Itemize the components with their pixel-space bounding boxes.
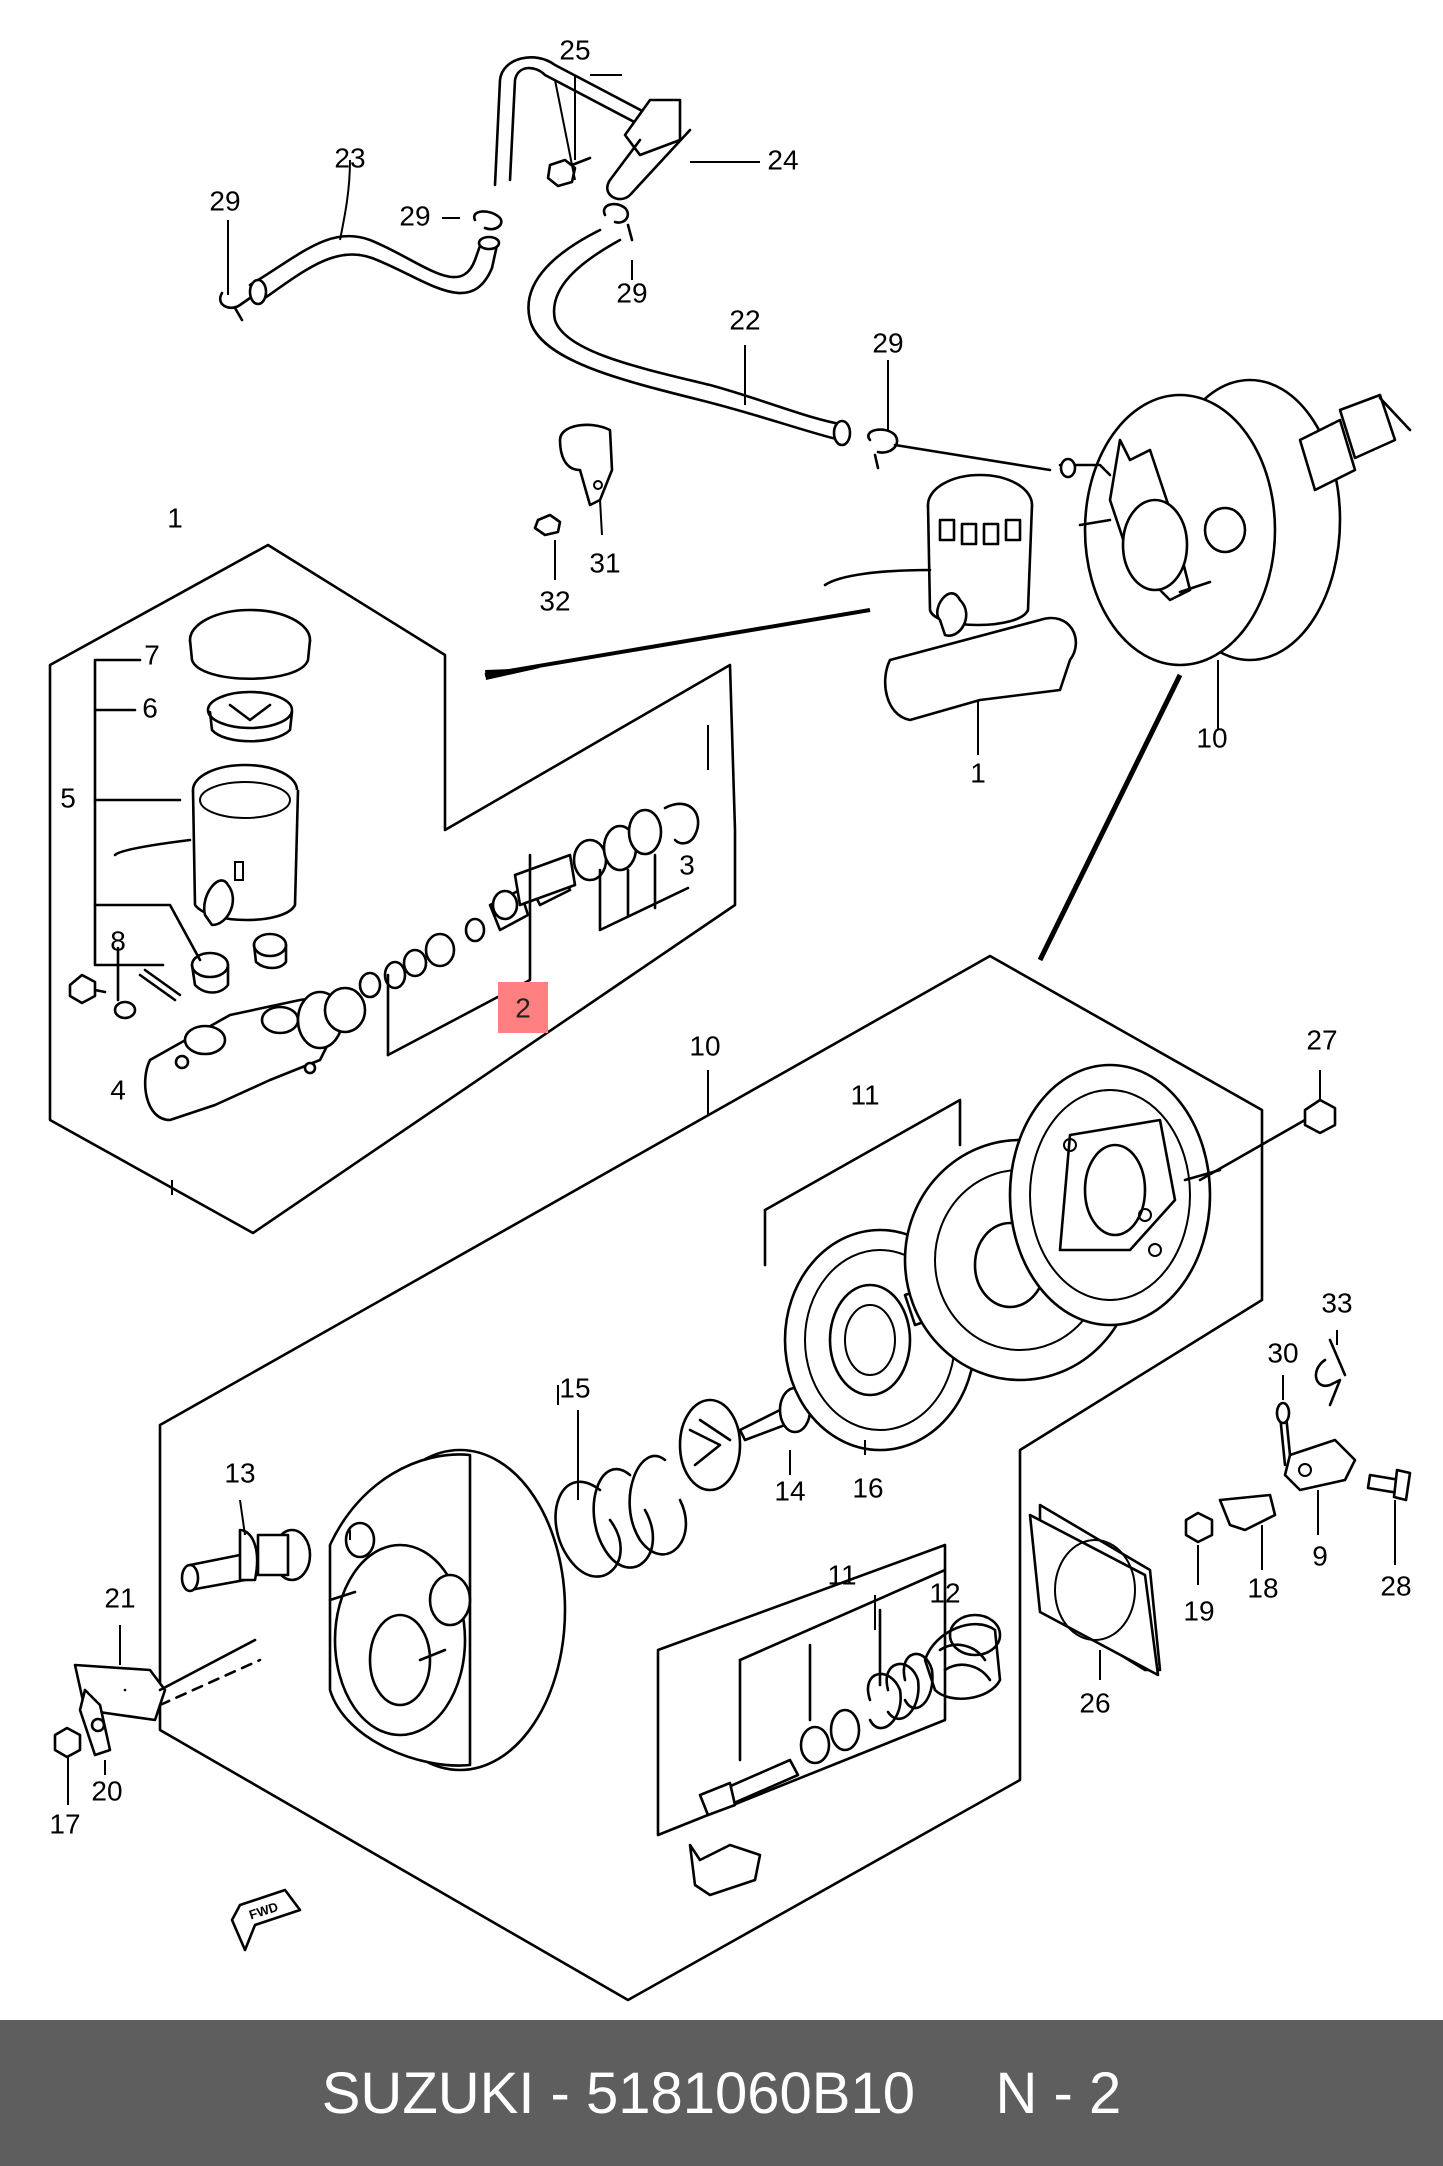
master-cylinder-detail-box <box>48 543 737 1235</box>
label-8: 8 <box>110 925 126 956</box>
label-18: 18 <box>1247 1572 1278 1603</box>
master-cylinder-small <box>823 473 1078 722</box>
label-25: 25 <box>559 34 590 65</box>
label-30: 30 <box>1267 1337 1298 1368</box>
label-13: 13 <box>224 1457 255 1488</box>
clevis-hardware <box>230 1338 1412 1952</box>
part-labels: 25 24 23 29 29 29 29 22 31 32 1 1 10 7 6… <box>49 34 1411 1922</box>
label-29: 29 <box>872 327 903 358</box>
vacuum-hose-assembly <box>219 56 1052 472</box>
label-20: 20 <box>91 1775 122 1806</box>
label-3: 3 <box>679 849 695 880</box>
label-14: 14 <box>774 1475 805 1506</box>
hose-clip <box>533 423 614 537</box>
footer-text: SUZUKI - 5181060B10 N - 2 <box>321 2060 1122 2126</box>
label-11: 11 <box>827 1559 856 1590</box>
booster-detail-box <box>53 954 1337 2002</box>
label-19: 19 <box>1183 1595 1214 1626</box>
label-11: 11 <box>850 1079 879 1110</box>
label-28: 28 <box>1380 1570 1411 1601</box>
label-22: 22 <box>729 304 760 335</box>
brake-booster-assembly <box>1058 378 1412 667</box>
label-2: 2 <box>515 992 531 1023</box>
label-17: 17 <box>49 1808 80 1839</box>
label-1: 1 <box>167 502 183 533</box>
label-29: 29 <box>209 185 240 216</box>
leader-lines <box>67 74 1396 1805</box>
label-10: 10 <box>689 1030 720 1061</box>
label-12: 12 <box>929 1577 960 1608</box>
label-29: 29 <box>616 277 647 308</box>
label-1: 1 <box>970 757 986 788</box>
label-26: 26 <box>1079 1687 1110 1718</box>
label-4: 4 <box>110 1074 126 1105</box>
label-15: 15 <box>559 1372 590 1403</box>
brake-master-cylinder-exploded-diagram: 25 24 23 29 29 29 29 22 31 32 1 1 10 7 6… <box>48 34 1412 2002</box>
label-7: 7 <box>144 639 160 670</box>
label-31: 31 <box>589 547 620 578</box>
label-9: 9 <box>1312 1540 1328 1571</box>
label-32: 32 <box>539 585 570 616</box>
label-23: 23 <box>334 142 365 173</box>
label-10: 10 <box>1196 722 1227 753</box>
part-2-highlight <box>498 982 548 1033</box>
label-24: 24 <box>767 144 798 175</box>
label-6: 6 <box>142 692 158 723</box>
label-16: 16 <box>852 1472 883 1503</box>
label-21: 21 <box>104 1582 135 1613</box>
label-29: 29 <box>399 200 430 231</box>
footer-part-number: SUZUKI - 5181060B10 N - 2 <box>0 2020 1443 2166</box>
label-33: 33 <box>1321 1287 1352 1318</box>
label-5: 5 <box>60 782 76 813</box>
label-27: 27 <box>1306 1024 1337 1055</box>
